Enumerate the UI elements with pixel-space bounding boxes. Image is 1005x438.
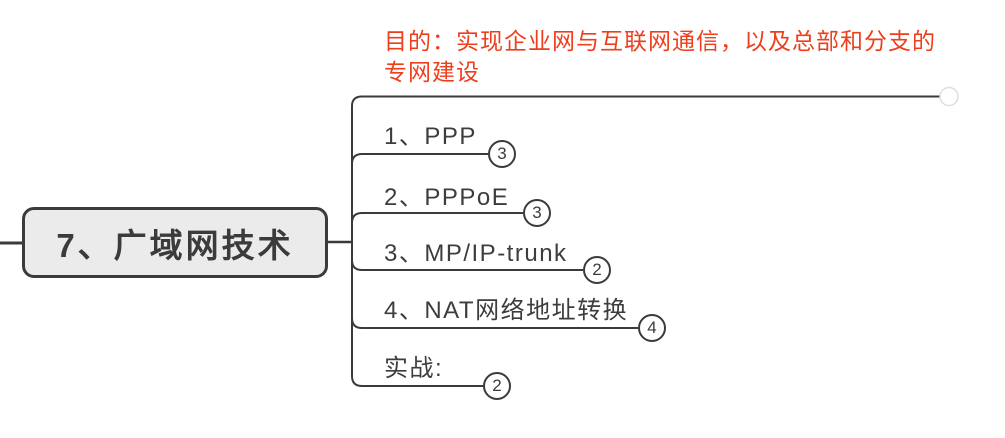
topic-purpose[interactable]: 目的：实现企业网与互联网通信，以及总部和分支的 专网建设 [384,26,936,88]
collapsed-count-badge-nat[interactable]: 4 [638,314,666,342]
topic-item-pppoe[interactable]: 2、PPPoE [384,184,510,211]
branch-line-pppoe [351,212,523,242]
faded-collapse-indicator [939,86,959,107]
topic-purpose-line1: 目的：实现企业网与互联网通信，以及总部和分支的 [384,28,936,54]
topic-item-ppp[interactable]: 1、PPP [384,123,477,150]
topic-purpose-line2: 专网建设 [384,59,480,85]
collapsed-count-badge-practice[interactable]: 2 [483,372,511,400]
branch-line-ppp [351,153,488,242]
branch-line-purpose [351,95,940,242]
topic-item-mp-ip-trunk[interactable]: 3、MP/IP-trunk [384,240,568,267]
topic-item-nat[interactable]: 4、NAT网络地址转换 [384,297,629,324]
collapsed-count-badge-pppoe[interactable]: 3 [523,199,551,227]
topic-item-practice[interactable]: 实战: [384,355,444,382]
central-topic-label: 7、广域网技术 [56,226,294,264]
collapsed-count-badge-ppp[interactable]: 3 [488,140,516,168]
central-topic-node[interactable]: 7、广域网技术 [22,207,328,278]
branch-line-practice [351,242,483,387]
collapsed-count-badge-mp-ip-trunk[interactable]: 2 [583,256,611,284]
